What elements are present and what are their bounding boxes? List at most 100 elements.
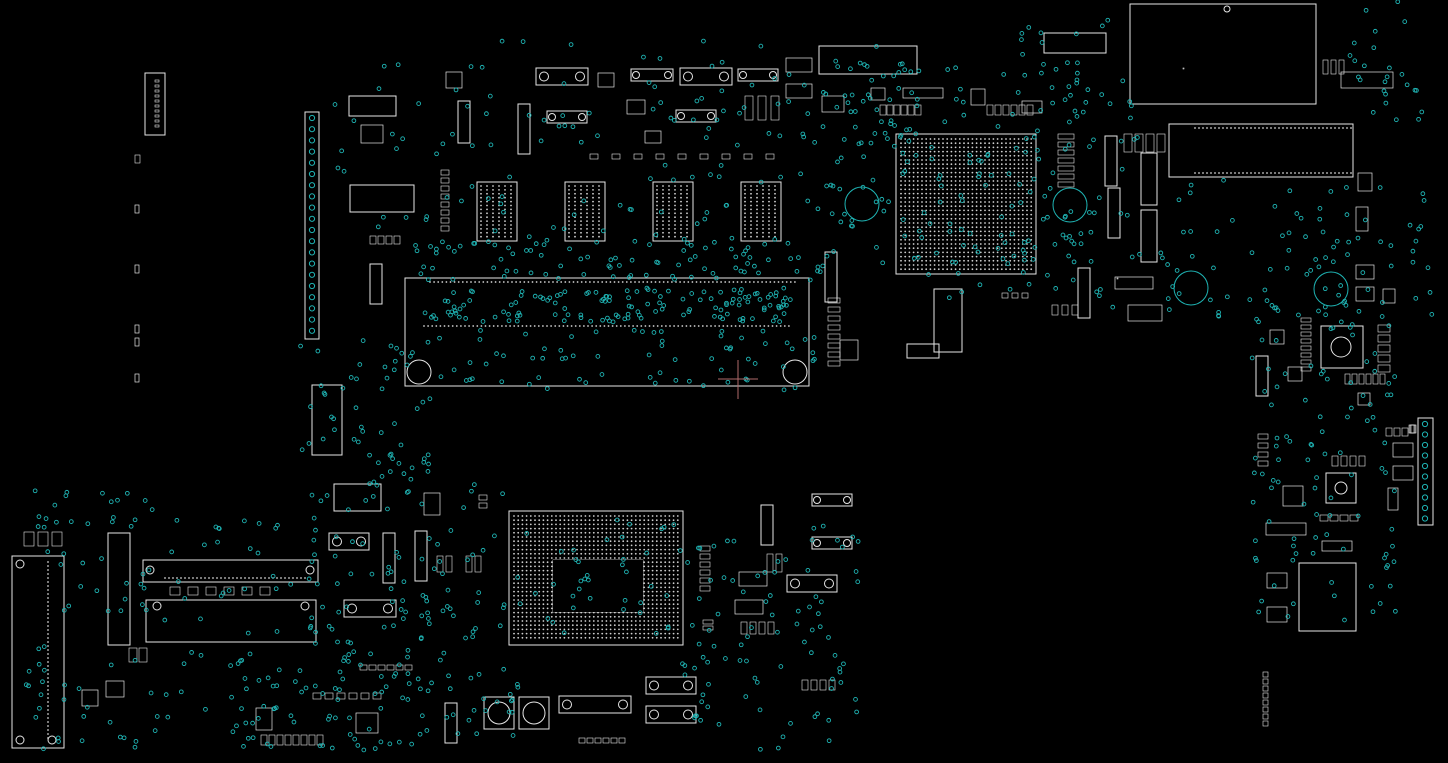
via (1355, 235, 1361, 241)
via (440, 608, 446, 614)
via (434, 151, 439, 157)
via (809, 537, 815, 543)
via (218, 593, 224, 599)
via (476, 590, 482, 595)
via (467, 377, 473, 383)
via (1027, 189, 1033, 195)
via (826, 738, 832, 744)
via (426, 536, 432, 541)
pad (154, 99, 160, 103)
inductor-pad (618, 699, 628, 710)
via (79, 738, 85, 744)
via (1073, 31, 1079, 37)
pad (138, 647, 148, 663)
via (381, 63, 387, 69)
via (1286, 230, 1292, 236)
via (772, 76, 777, 81)
via (733, 254, 739, 260)
via (853, 697, 858, 702)
via (1007, 286, 1013, 292)
via (1176, 291, 1182, 296)
via (247, 546, 253, 551)
via (1370, 110, 1376, 115)
pad (154, 109, 160, 113)
via (291, 719, 297, 725)
via (689, 291, 695, 296)
hole (145, 565, 155, 575)
via (387, 452, 393, 458)
capacitor-outline (444, 702, 458, 744)
pad (699, 577, 711, 584)
via (1266, 366, 1271, 372)
via (421, 264, 426, 270)
via (268, 744, 274, 749)
small-ic (1382, 288, 1396, 304)
via (366, 726, 372, 732)
via (1280, 233, 1285, 239)
via (936, 176, 942, 182)
pad (440, 169, 450, 176)
via (1421, 198, 1427, 203)
via (526, 234, 532, 240)
small-ic (1269, 329, 1285, 345)
via (1320, 229, 1326, 235)
pad (1351, 373, 1358, 385)
via (1062, 97, 1068, 103)
via (1291, 601, 1296, 607)
via (581, 272, 587, 277)
via (1074, 77, 1080, 83)
via (653, 631, 659, 636)
ic-outline (906, 343, 940, 359)
via (1006, 171, 1012, 177)
via (1387, 65, 1392, 71)
via (1413, 295, 1419, 301)
via (105, 608, 111, 614)
via (1347, 53, 1353, 58)
via (999, 214, 1004, 220)
via (705, 659, 710, 665)
via (265, 675, 271, 681)
via (353, 405, 359, 411)
via (638, 315, 644, 321)
via (138, 581, 144, 587)
connector-pin (308, 170, 316, 178)
via (1349, 322, 1355, 327)
pad (1338, 59, 1345, 75)
via (824, 183, 829, 189)
via (510, 733, 516, 738)
via (1427, 290, 1433, 295)
via (906, 138, 912, 144)
via (465, 103, 470, 109)
capacitor-outline (1107, 187, 1121, 239)
via (907, 127, 913, 132)
via (132, 744, 138, 750)
via (374, 482, 380, 488)
via (1075, 70, 1080, 76)
pad (1156, 133, 1166, 153)
pad (1377, 364, 1391, 373)
via (1001, 72, 1007, 77)
via (480, 319, 486, 324)
via (1181, 229, 1186, 235)
via (942, 119, 948, 125)
pad (154, 79, 160, 83)
via (394, 549, 399, 555)
via (152, 728, 158, 733)
pad (348, 692, 358, 700)
pad (699, 569, 711, 576)
via (908, 69, 914, 75)
pad (1349, 514, 1359, 522)
pad (393, 235, 401, 245)
via (393, 671, 398, 676)
via (723, 656, 728, 661)
via (692, 254, 698, 259)
via (551, 225, 556, 230)
pad (633, 153, 643, 160)
via (909, 90, 915, 96)
via (335, 581, 340, 587)
via (523, 331, 528, 337)
pad (324, 692, 334, 700)
via (312, 683, 318, 689)
